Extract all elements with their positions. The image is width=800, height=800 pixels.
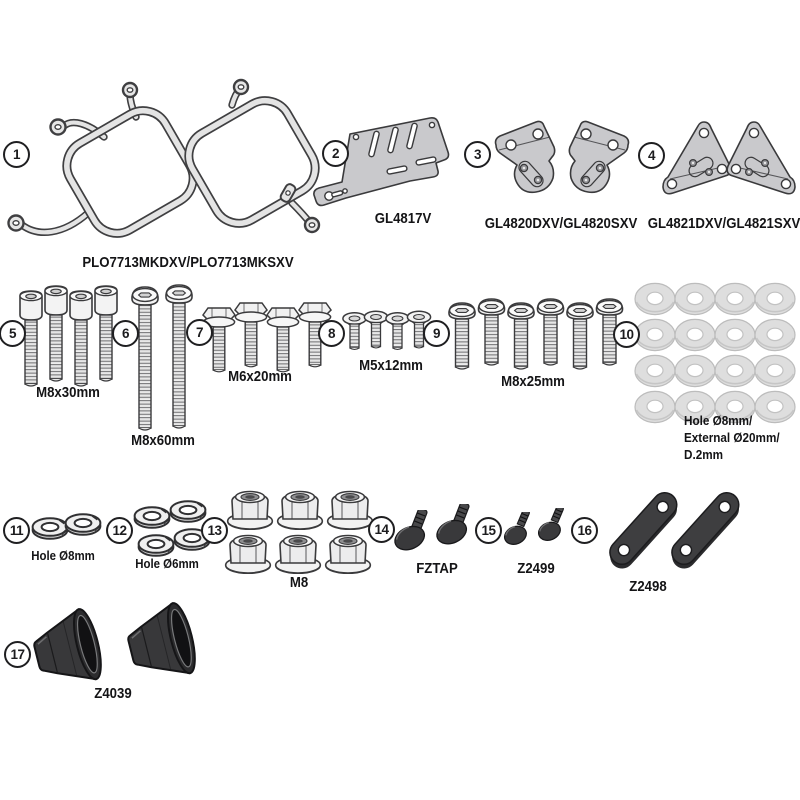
part-16-drawing-link-straps-z2498 [609, 491, 740, 569]
part-4-label: GL4821DXV/GL4821SXV [647, 215, 800, 232]
right-frame [184, 96, 320, 228]
strap [671, 491, 740, 569]
part-11-number: 11 [9, 523, 24, 538]
part-4-number-badge: 4 [638, 142, 665, 169]
strap [609, 491, 678, 569]
end-cap [127, 602, 196, 675]
part-10-label: Hole Ø8mm/ External Ø20mm/ D.2mm [684, 413, 780, 462]
part-15-number: 15 [481, 523, 496, 538]
frame-eyelets [7, 78, 321, 234]
part-15-label: Z2499 [517, 560, 555, 577]
part-13-number-badge: 13 [201, 517, 228, 544]
part-3-number: 3 [473, 147, 482, 162]
part-3-number-badge: 3 [464, 141, 491, 168]
plate-right [726, 121, 796, 195]
part-2-number: 2 [331, 146, 340, 161]
part-2-number-badge: 2 [322, 140, 349, 167]
part-2-label: GL4817V [374, 210, 432, 227]
part-6-label: M8x60mm [131, 432, 195, 449]
part-6-number-badge: 6 [112, 320, 139, 347]
part-16-number: 16 [577, 523, 592, 538]
part-5-label: M8x30mm [36, 384, 100, 401]
part-8-label: M5x12mm [359, 357, 423, 374]
part-8-drawing-countersunk-screws-m5x12 [342, 310, 432, 351]
part-14-number-badge: 14 [368, 516, 395, 543]
part-12-number-badge: 12 [106, 517, 133, 544]
part-4-number: 4 [647, 148, 656, 163]
part-10-number-badge: 10 [613, 321, 640, 348]
part-13-drawing-flange-nuts-m8 [224, 490, 374, 574]
part-11-label: Hole Ø8mm [31, 548, 95, 563]
part-11-drawing-spring-washers-8mm [31, 513, 102, 540]
part-14-drawing-rubber-caps-fztap [392, 504, 480, 552]
plate-left [494, 120, 556, 194]
end-cap [33, 608, 102, 681]
part-16-number-badge: 16 [571, 517, 598, 544]
part-4-drawing-plates-gl4821 [662, 121, 796, 195]
plate-left [662, 121, 732, 195]
part-1-number: 1 [12, 147, 21, 162]
part-7-number: 7 [195, 325, 204, 340]
part-3-label: GL4820DXV/GL4820SXV [484, 215, 638, 232]
part-6-drawing-long-screws-m8x60 [131, 284, 193, 431]
part-12-number: 12 [112, 523, 127, 538]
part-12-drawing-spring-washers-6mm [133, 500, 211, 557]
part-9-number: 9 [432, 326, 441, 341]
part-9-label: M8x25mm [501, 373, 565, 390]
part-10-number: 10 [619, 327, 634, 342]
part-7-drawing-flange-bolts-m6x20 [202, 302, 332, 373]
part-16-label: Z2498 [629, 578, 667, 595]
part-2-drawing-bracket-gl4817v [313, 117, 450, 207]
part-8-number-badge: 8 [318, 320, 345, 347]
left-frame [62, 106, 198, 238]
part-5-number: 5 [8, 326, 17, 341]
part-6-number: 6 [121, 326, 130, 341]
part-15-drawing-rubber-plugs-z2499 [502, 508, 572, 548]
part-8-number: 8 [327, 326, 336, 341]
part-9-number-badge: 9 [423, 320, 450, 347]
part-13-label: M8 [289, 574, 309, 591]
part-12-label: Hole Ø6mm [135, 556, 199, 571]
part-17-label: Z4039 [94, 685, 132, 702]
plate-right [568, 120, 630, 194]
part-5-number-badge: 5 [0, 320, 26, 347]
part-1-number-badge: 1 [3, 141, 30, 168]
part-17-number: 17 [10, 647, 25, 662]
part-1-drawing-pannier-side-frames [7, 78, 321, 238]
part-13-number: 13 [207, 523, 222, 538]
part-7-number-badge: 7 [186, 319, 213, 346]
part-14-number: 14 [374, 522, 389, 537]
part-1-label: PLO7713MKDXV/PLO7713MKSXV [82, 254, 294, 271]
part-5-drawing-socket-screws-m8x30 [19, 285, 118, 387]
part-11-number-badge: 11 [3, 517, 30, 544]
part-3-drawing-plates-gl4820 [494, 120, 630, 194]
part-9-drawing-button-screws-m8x25 [448, 298, 624, 370]
part-17-drawing-rubber-end-caps-z4039 [33, 602, 196, 681]
part-7-label: M6x20mm [228, 368, 292, 385]
part-14-label: FZTAP [416, 560, 458, 577]
part-10-drawing-flat-washers [634, 282, 796, 424]
part-15-number-badge: 15 [475, 517, 502, 544]
part-17-number-badge: 17 [4, 641, 31, 668]
